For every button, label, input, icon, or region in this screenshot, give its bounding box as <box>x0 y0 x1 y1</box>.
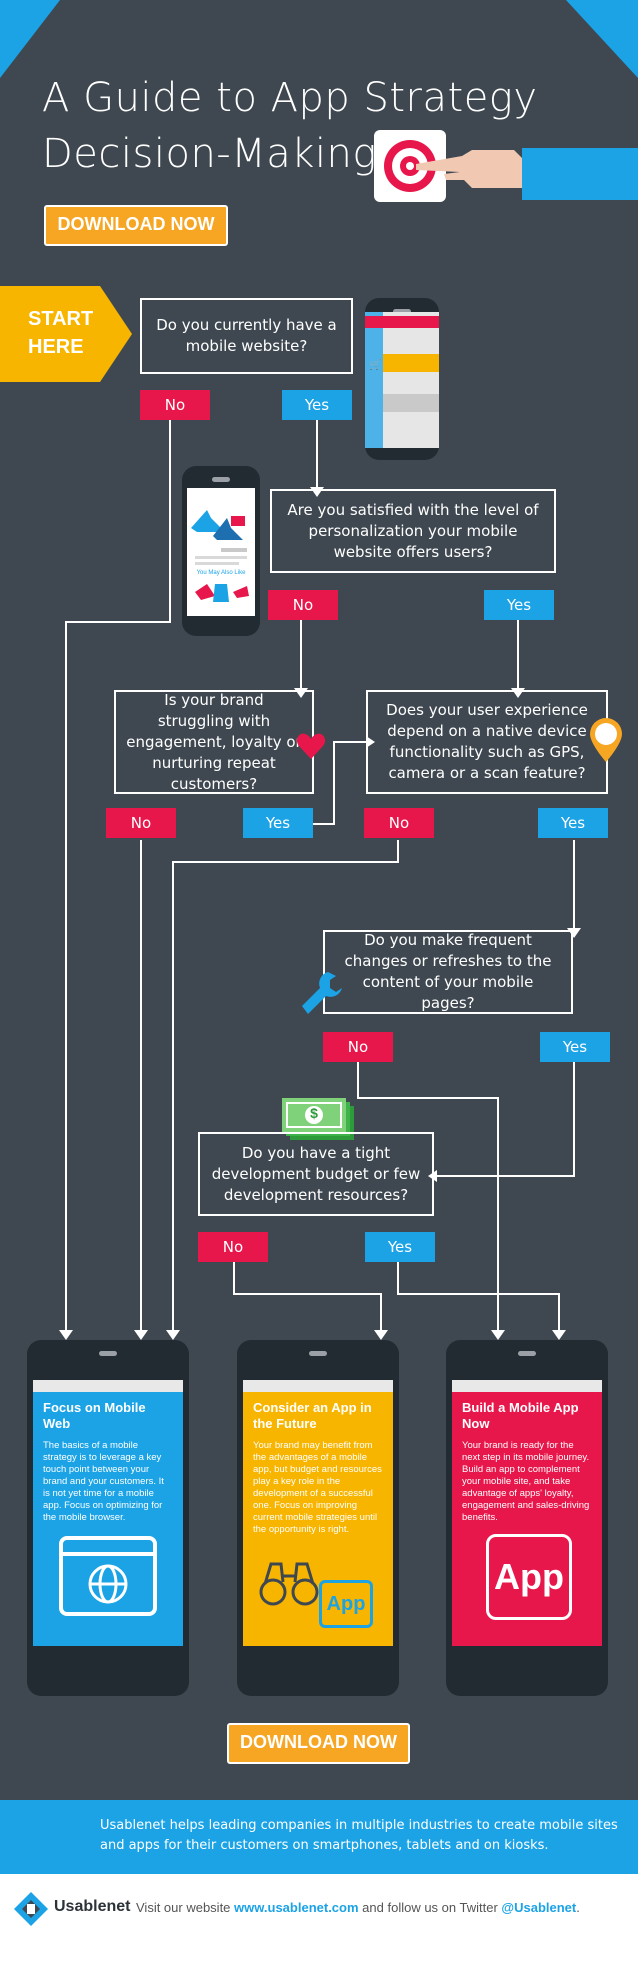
start-arrow <box>0 286 100 382</box>
binoculars-icon <box>259 1562 319 1606</box>
phone-speaker <box>212 477 230 482</box>
answer-no-q6[interactable]: No <box>198 1232 268 1262</box>
phone-speaker <box>393 309 411 314</box>
target-touch-icon <box>374 130 638 202</box>
result-title-future: Consider an App in the Future <box>253 1400 372 1431</box>
shop-suggestion-label: You May Also Like <box>196 570 246 576</box>
question-mobile-website: Do you currently have a mobile website? <box>140 298 353 374</box>
result-body-web: The basics of a mobile strategy is to le… <box>43 1440 164 1523</box>
question-personalization: Are you satisfied with the level of pers… <box>270 489 556 573</box>
question-development-budget: Do you have a tight development budget o… <box>198 1132 434 1216</box>
question-native-functionality: Does your user experience depend on a na… <box>366 690 608 794</box>
page-title: A Guide to App Strategy Decision-Making <box>42 70 537 182</box>
footer-links: Visit our website www.usablenet.com and … <box>136 1900 580 1915</box>
title-line-2: Decision-Making <box>42 131 377 177</box>
answer-yes-q3[interactable]: Yes <box>243 808 313 838</box>
money-symbol: $ <box>310 1105 318 1121</box>
phone-speaker <box>518 1351 536 1356</box>
browser-bar <box>33 1380 183 1392</box>
browser-bar <box>243 1380 393 1392</box>
answer-yes-q6[interactable]: Yes <box>365 1232 435 1262</box>
answer-yes-q2[interactable]: Yes <box>484 590 554 620</box>
answer-yes-q4[interactable]: Yes <box>538 808 608 838</box>
result-card-future: Consider an App in the Future Your brand… <box>243 1380 393 1646</box>
browser-globe-icon <box>59 1536 157 1616</box>
start-arrow-tip <box>100 286 132 382</box>
answer-no-q5[interactable]: No <box>323 1032 393 1062</box>
start-label-line-2: HERE <box>28 336 84 358</box>
website-list-icon: 🛒 <box>365 312 439 448</box>
shoe-shop-icon <box>191 510 249 602</box>
answer-yes-q1[interactable]: Yes <box>282 390 352 420</box>
browser-bar <box>452 1380 602 1392</box>
answer-no-q4[interactable]: No <box>364 808 434 838</box>
footer-brand: Usablenet <box>54 1898 131 1915</box>
result-focus-mobile-web: Focus on Mobile Web The basics of a mobi… <box>27 1340 189 1696</box>
result-card-build: Build a Mobile App Now Your brand is rea… <box>452 1380 602 1646</box>
result-card-web: Focus on Mobile Web The basics of a mobi… <box>33 1380 183 1646</box>
company-blurb: Usablenet helps leading companies in mul… <box>100 1818 618 1853</box>
phone-illustration-personalization: You May Also Like <box>182 466 260 636</box>
question-frequent-changes: Do you make frequent changes or refreshe… <box>323 930 573 1014</box>
footer-visit-text: Visit our website <box>136 1900 231 1915</box>
answer-no-q1[interactable]: No <box>140 390 210 420</box>
phone-screen: You May Also Like <box>187 488 255 616</box>
heart-icon <box>296 733 326 759</box>
money-icon <box>282 1098 354 1140</box>
corner-accent-right <box>566 0 638 78</box>
footer-follow-text: and follow us on Twitter <box>362 1900 498 1915</box>
location-pin-icon <box>590 718 622 762</box>
title-line-1: A Guide to App Strategy <box>42 75 538 121</box>
result-body-build: Your brand is ready for the next step in… <box>462 1440 590 1523</box>
question-brand-engagement: Is your brand struggling with engagement… <box>114 690 314 794</box>
start-label: START HERE <box>8 305 118 361</box>
result-title-build: Build a Mobile App Now <box>462 1400 579 1431</box>
answer-no-q3[interactable]: No <box>106 808 176 838</box>
footer: Usablenet Visit our website www.usablene… <box>0 1874 638 1972</box>
download-button-top[interactable]: DOWNLOAD NOW <box>44 205 228 246</box>
result-build-app-now: Build a Mobile App Now Your brand is rea… <box>446 1340 608 1696</box>
wrench-icon <box>302 972 342 1014</box>
footer-period: . <box>576 1900 580 1915</box>
result-title-web: Focus on Mobile Web <box>43 1400 146 1431</box>
website-link[interactable]: www.usablenet.com <box>234 1900 359 1915</box>
corner-accent-left <box>0 0 60 78</box>
app-icon-future: App <box>319 1580 373 1628</box>
svg-text:🛒: 🛒 <box>369 358 381 371</box>
download-button-bottom[interactable]: DOWNLOAD NOW <box>227 1723 410 1764</box>
company-blurb-bar <box>0 1800 638 1874</box>
phone-illustration-website: 🛒 <box>365 298 439 460</box>
app-icon-build: App <box>486 1534 572 1620</box>
phone-speaker <box>99 1351 117 1356</box>
start-label-line-1: START <box>28 308 94 330</box>
phone-speaker <box>309 1351 327 1356</box>
twitter-link[interactable]: @Usablenet <box>501 1900 577 1915</box>
result-body-future: Your brand may benefit from the advantag… <box>253 1440 382 1535</box>
answer-no-q2[interactable]: No <box>268 590 338 620</box>
usablenet-logo-icon <box>14 1892 48 1926</box>
result-consider-app-future: Consider an App in the Future Your brand… <box>237 1340 399 1696</box>
answer-yes-q5[interactable]: Yes <box>540 1032 610 1062</box>
